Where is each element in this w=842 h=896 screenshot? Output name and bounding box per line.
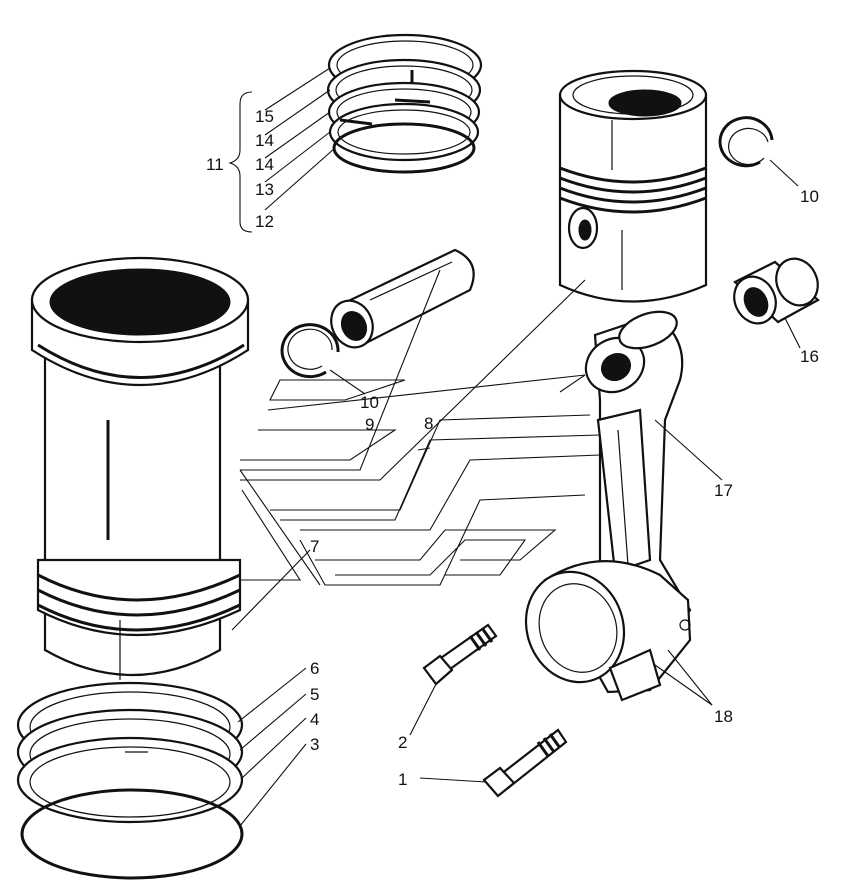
label-9: 9 xyxy=(365,415,374,434)
bolt-upper xyxy=(422,623,498,686)
upper-ring-set xyxy=(326,33,483,174)
bracket-11 xyxy=(228,91,253,233)
circlip-right xyxy=(718,116,774,168)
label-10-right: 10 xyxy=(800,187,819,206)
label-16: 16 xyxy=(800,347,819,366)
callout-labels: 1 2 3 4 5 6 7 8 9 10 10 11 12 13 14 14 1… xyxy=(206,107,819,789)
label-4: 4 xyxy=(310,710,319,729)
piston-pin xyxy=(330,248,475,349)
label-8: 8 xyxy=(424,414,433,433)
label-10-left: 10 xyxy=(360,393,379,412)
pin-bushing xyxy=(733,257,820,325)
bolt-lower xyxy=(482,728,568,798)
cylinder-liner xyxy=(30,256,250,680)
label-18: 18 xyxy=(714,707,733,726)
label-6: 6 xyxy=(310,659,319,678)
circlip-left xyxy=(280,323,340,379)
label-1: 1 xyxy=(398,770,407,789)
piston xyxy=(558,69,708,303)
label-14-lower: 14 xyxy=(255,155,274,174)
label-13: 13 xyxy=(255,180,274,199)
label-3: 3 xyxy=(310,735,319,754)
label-7: 7 xyxy=(310,537,319,556)
label-2: 2 xyxy=(398,733,407,752)
label-11: 11 xyxy=(206,155,224,174)
leader-lines xyxy=(231,67,801,827)
label-15: 15 xyxy=(255,107,274,126)
lower-ring-set xyxy=(16,681,244,880)
label-5: 5 xyxy=(310,685,319,704)
label-17: 17 xyxy=(714,481,733,500)
label-14-upper: 14 xyxy=(255,131,274,150)
connecting-rod xyxy=(524,310,692,702)
label-12: 12 xyxy=(255,212,274,231)
